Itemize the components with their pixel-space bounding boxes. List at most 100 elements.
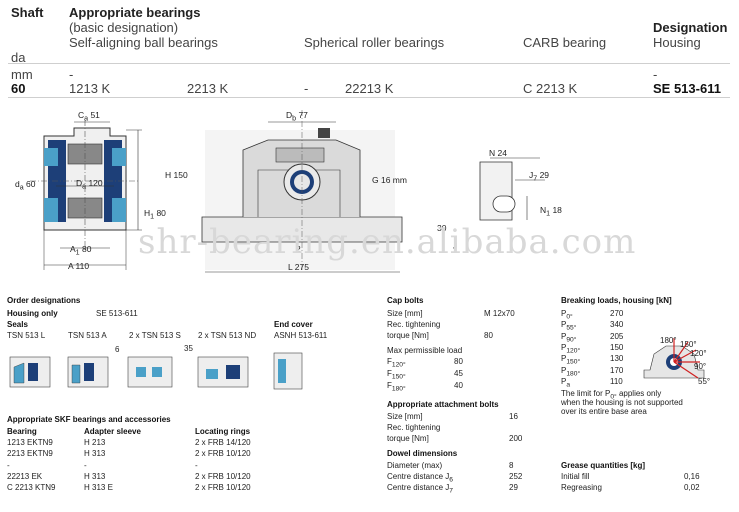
end-cover-illustration [273,352,303,390]
angle-120: 120° [690,349,707,358]
j7-dim-label: J7 29 [529,170,549,183]
p180-sub: 180° [566,370,581,378]
acc-row-4-bearing: 22213 EK [7,472,43,481]
p55-label: P55° [561,320,576,332]
p150-label: P150° [561,354,580,366]
dowel-j6-text: Centre distance J [387,472,450,481]
seal-4: 2 x TSN 513 ND [198,331,257,340]
housing-only-label: Housing only [7,309,58,318]
attach-rec-label: Rec. tightening [387,423,441,432]
spherical-roller-header: Spherical roller bearings [304,35,445,50]
dowel-diameter-value: 8 [509,461,514,470]
a1-value: 80 [81,244,92,254]
a-dim-label: A 110 [68,261,90,271]
d2-dim-label: 2 [296,244,301,254]
p0-label: P0° [561,309,573,321]
self-aligning-value-2: 2213 K [187,81,229,96]
d-symbol: d [15,179,20,189]
p0-value: 270 [610,309,624,318]
seal-illustration-a [67,356,109,388]
cap-size-label: Size [mm] [387,309,423,318]
n1-symbol: N [540,205,547,215]
angle-150: 150° [680,340,697,349]
breaking-note-3: over its entire base area [561,407,647,416]
seal-num-6: 6 [115,345,120,354]
seal-illustration-nd [197,356,249,388]
attach-size-value: 16 [509,412,518,421]
pa-label: Pa [561,377,570,389]
Da-value: 120 [88,178,103,188]
j7-value: 29 [539,170,550,180]
load-f120-sub: 120° [391,361,406,369]
note1-b: applies only [616,389,662,398]
a1-dim-label: A1 80 [70,244,91,257]
load-f150-sub: 150° [391,373,406,381]
d-sub: a [19,183,24,192]
grease-title: Grease quantities [kg] [561,461,646,470]
front-view [201,110,403,273]
seal-illustration-s [127,356,173,388]
n1-sub: 1 [546,209,551,218]
note1-a: The limit for P [561,389,611,398]
ca-sub: a [84,114,89,123]
cap-torque-label: torque [Nm] [387,331,429,340]
h1-dim-label: H1 80 [144,208,166,221]
p55-symbol: P [561,320,567,329]
n-dim-label: N 24 [489,148,507,158]
appropriate-bearings-header: Appropriate bearings [69,5,201,20]
load-f120-label: F120° [387,357,406,369]
dowel-title: Dowel dimensions [387,449,458,458]
acc-row-5-rings: 2 x FRB 10/120 [195,483,251,492]
p180-label: P180° [561,366,580,378]
g-dim-label: G 16 mm [372,175,407,185]
row-divider [8,97,730,98]
h1-sub: 1 [150,212,155,221]
foot-detail-view [479,157,545,221]
p90-value: 205 [610,332,624,341]
p180-value: 170 [610,366,624,375]
grease-initial-value: 0,16 [684,472,700,481]
p90-sub: 90° [566,336,577,344]
self-aligning-header: Self-aligning ball bearings [69,35,218,50]
dowel-j7-text: Centre distance J [387,483,450,492]
load-f120-symbol: F [387,357,392,366]
acc-row-2-sleeve: H 313 [84,449,106,458]
seal-3: 2 x TSN 513 S [129,331,181,340]
j7-sub: 7 [533,174,538,183]
header-divider [8,63,730,64]
mm-label: mm [11,67,33,82]
h1-value: 80 [156,208,166,218]
basic-designation-label: (basic designation) [69,20,179,35]
spherical-dash: - [304,81,309,96]
p180-symbol: P [561,366,567,375]
ca-symbol: C [78,110,85,120]
acc-row-1-rings: 2 x FRB 14/120 [195,438,251,447]
shaft-value: 60 [11,81,26,96]
n1-value: 18 [552,205,562,215]
p150-value: 130 [610,354,624,363]
angle-180: 180° [660,336,677,345]
acc-row-1-sleeve: H 213 [84,438,106,447]
db-label: Db 77 [286,110,308,123]
self-aligning-value-1: 1213 K [69,81,111,96]
end-cover-value: ASNH 513-611 [274,331,328,340]
acc-header-rings: Locating rings [195,427,251,436]
acc-header-sleeve: Adapter sleeve [84,427,141,436]
carb-header: CARB bearing [523,35,607,50]
p120-sub: 120° [566,347,581,355]
n1-dim-label: N1 18 [540,205,562,218]
watermark: shr-bearing.en.alibaba.com [138,222,637,262]
dowel-j7-value: 29 [509,483,518,492]
acc-header-bearing: Bearing [7,427,37,436]
pa-value: 110 [610,377,623,386]
acc-row-3-bearing: - [7,461,10,470]
Da-symbol: D [76,178,83,188]
acc-row-4-rings: 2 x FRB 10/120 [195,472,251,481]
ca-label: Ca 51 [78,110,100,123]
grease-initial-label: Initial fill [561,472,590,481]
cap-size-value: M 12x70 [484,309,515,318]
acc-row-3-rings: - [195,461,198,470]
note1-sub: 0° [610,393,617,401]
pa-symbol: P [561,377,567,386]
db-sub: b [292,114,297,123]
